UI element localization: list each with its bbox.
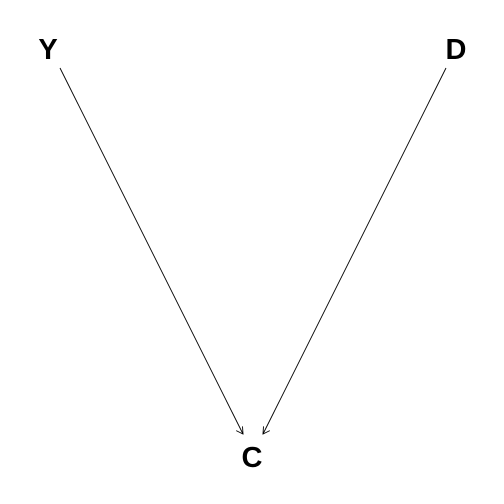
edge-y-to-c-line [59,67,244,435]
edge-y-to-c-arrowhead [235,426,244,435]
node-c-label: C [242,442,263,474]
edge-d-to-c [262,67,447,435]
edges-group [59,67,447,435]
node-y-label: Y [38,34,57,66]
edge-y-to-c [59,67,244,435]
node-d-label: D [446,34,467,66]
edge-d-to-c-line [262,67,447,435]
edge-d-to-c-arrowhead [262,426,271,435]
nodes-group: Y D C [38,34,466,474]
